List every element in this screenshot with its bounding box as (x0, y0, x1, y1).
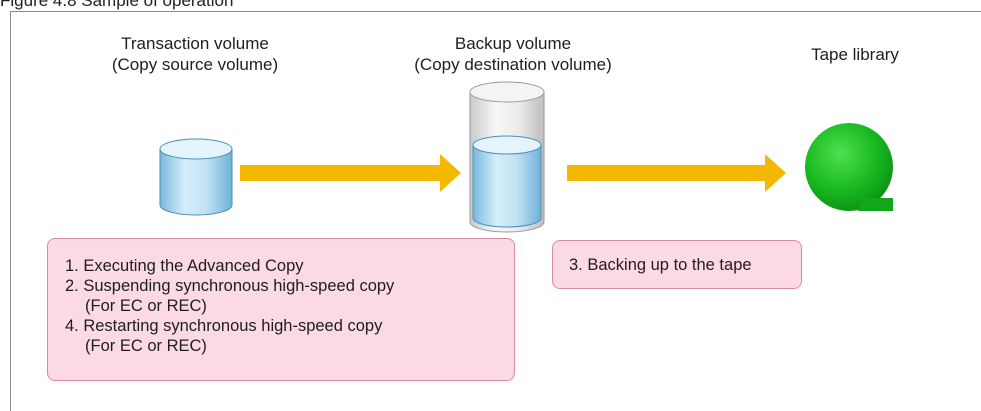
steps-note-left: 1. Executing the Advanced Copy 2. Suspen… (47, 238, 515, 381)
transaction-volume-subtitle: (Copy source volume) (111, 55, 279, 74)
step-4-text: 4. Restarting synchronous high-speed cop… (65, 317, 383, 335)
step-1-text: 1. Executing the Advanced Copy (65, 257, 304, 275)
step-2-text: 2. Suspending synchronous high-speed cop… (65, 277, 395, 295)
diagram-frame (10, 11, 981, 411)
steps-note-right: 3. Backing up to the tape (552, 240, 802, 289)
diagram-graphics (159, 81, 893, 233)
step-3-text: 3. Backing up to the tape (569, 256, 752, 274)
backup-volume-subtitle: (Copy destination volume) (414, 55, 612, 74)
tape-reel-icon (805, 123, 893, 211)
disk-cylinder-icon (159, 138, 233, 216)
arrow-right-icon (567, 154, 786, 192)
step-2-condition: (For EC or REC) (85, 297, 207, 315)
transaction-volume-title: Transaction volume (121, 34, 269, 53)
tape-library-label: Tape library (790, 44, 920, 65)
backup-volume-title: Backup volume (454, 34, 572, 53)
arrow-right-icon (240, 154, 461, 192)
tape-library-title: Tape library (811, 45, 899, 64)
backup-volume-label: Backup volume (Copy destination volume) (378, 33, 648, 75)
transaction-volume-label: Transaction volume (Copy source volume) (85, 33, 305, 75)
backup-cylinder-icon (469, 81, 545, 233)
step-4-condition: (For EC or REC) (85, 337, 207, 355)
figure-caption: Figure 4.8 Sample of operation (0, 0, 234, 10)
